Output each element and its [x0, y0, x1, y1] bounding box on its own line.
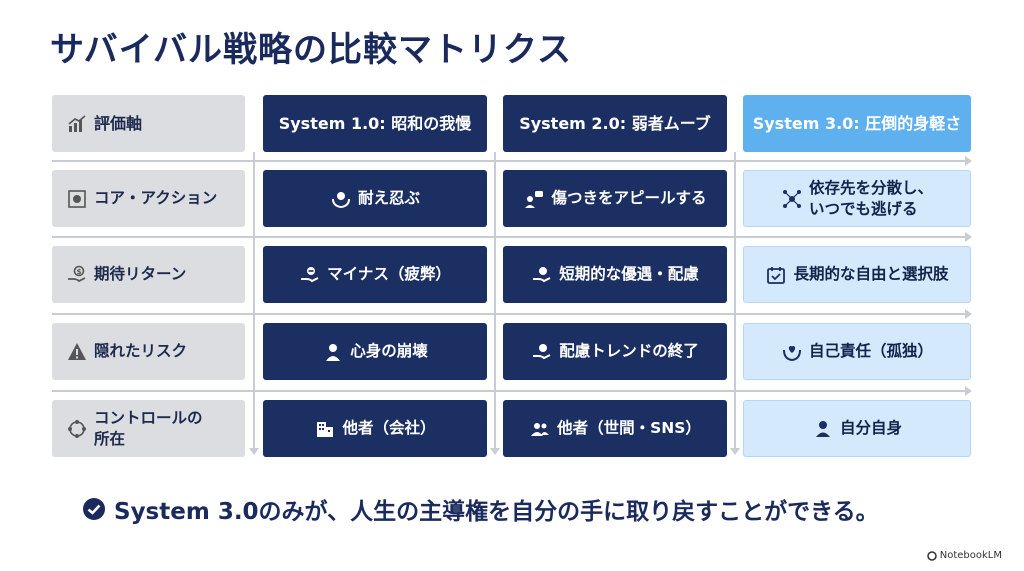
cell-text: 耐え忍ぶ	[357, 189, 420, 208]
header-system-2: System 2.0: 弱者ムーブ	[503, 95, 727, 152]
person-icon	[812, 418, 834, 440]
warning-icon	[66, 341, 88, 363]
row-divider	[52, 309, 972, 319]
axis-label: 隠れたリスク	[94, 342, 188, 361]
column-divider	[249, 152, 259, 455]
cell-text: 長期的な自由と選択肢	[793, 265, 949, 284]
header-system-3: System 3.0: 圧倒的身軽さ	[743, 95, 971, 152]
building-icon	[314, 418, 336, 440]
money-hand-icon: $	[66, 264, 88, 286]
row-hidden-risk-s1: 心身の崩壊	[263, 323, 487, 380]
cycle-icon	[66, 418, 88, 440]
network-hub-icon	[781, 188, 803, 210]
svg-text:$: $	[77, 268, 82, 276]
row-core-action-s3: 依存先を分散し、 いつでも逃げる	[743, 170, 971, 227]
row-hidden-risk-s2: 配慮トレンドの終了	[503, 323, 727, 380]
row-divider	[52, 386, 972, 396]
row-control-locus-s3: 自分自身	[743, 400, 971, 457]
header-system-2-label: System 2.0: 弱者ムーブ	[519, 113, 711, 133]
cell-text: 傷つきをアピールする	[551, 189, 707, 208]
cell-text: 配慮トレンドの終了	[559, 342, 699, 361]
column-divider	[490, 152, 500, 455]
row-expected-return-s3: 長期的な自由と選択肢	[743, 246, 971, 303]
cell-text: 依存先を分散し、 いつでも逃げる	[808, 178, 933, 218]
row-control-locus-axis: コントロールの 所在	[52, 400, 245, 457]
row-divider	[52, 232, 972, 242]
column-divider	[730, 152, 740, 455]
header-system-1-label: System 1.0: 昭和の我慢	[278, 113, 472, 133]
target-frame-icon	[66, 188, 88, 210]
header-system-3-label: System 3.0: 圧倒的身軽さ	[752, 113, 962, 133]
conclusion: System 3.0のみが、人生の主導権を自分の手に取り戻すことができる。	[82, 492, 879, 526]
cell-text: 他者（会社）	[342, 419, 436, 438]
row-hidden-risk-s3: 自己責任（孤独）	[743, 323, 971, 380]
row-expected-return-axis: $ 期待リターン	[52, 246, 245, 303]
coin-hand-icon	[531, 264, 553, 286]
heart-hands-icon	[781, 341, 803, 363]
distressed-person-icon	[322, 341, 344, 363]
row-expected-return-s1: マイナス（疲弊）	[263, 246, 487, 303]
endure-hands-icon	[330, 188, 352, 210]
axis-label: コントロールの 所在	[94, 408, 203, 448]
calendar-check-icon	[765, 264, 787, 286]
header-system-1: System 1.0: 昭和の我慢	[263, 95, 487, 152]
cell-text: 他者（世間・SNS）	[557, 419, 701, 438]
axis-label: コア・アクション	[94, 189, 218, 208]
brand-text: NotebookLM	[939, 550, 1002, 561]
cell-text: 自己責任（孤独）	[808, 342, 933, 361]
cell-text: マイナス（疲弊）	[327, 265, 451, 284]
cell-text: 短期的な優遇・配慮	[559, 265, 699, 284]
row-core-action-axis: コア・アクション	[52, 170, 245, 227]
coin-hand-icon	[531, 341, 553, 363]
minus-hand-icon	[299, 264, 321, 286]
cell-text: 心身の崩壊	[350, 342, 428, 361]
row-control-locus-s2: 他者（世間・SNS）	[503, 400, 727, 457]
row-expected-return-s2: 短期的な優遇・配慮	[503, 246, 727, 303]
check-circle-icon	[83, 498, 105, 520]
chart-growth-icon	[66, 113, 88, 135]
page-title: サバイバル戦略の比較マトリクス	[50, 30, 572, 70]
header-axis: 評価軸	[52, 95, 245, 152]
conclusion-text: System 3.0のみが、人生の主導権を自分の手に取り戻すことができる。	[114, 499, 879, 525]
row-core-action-s2: 傷つきをアピールする	[503, 170, 727, 227]
header-axis-label: 評価軸	[94, 113, 143, 133]
speech-person-icon	[523, 188, 545, 210]
row-hidden-risk-axis: 隠れたリスク	[52, 323, 245, 380]
notebooklm-logo-icon	[927, 550, 937, 561]
group-icon	[529, 418, 551, 440]
row-divider	[52, 156, 972, 166]
cell-text: 自分自身	[839, 419, 902, 438]
row-core-action-s1: 耐え忍ぶ	[263, 170, 487, 227]
axis-label: 期待リターン	[94, 265, 187, 284]
brand-watermark: NotebookLM	[927, 550, 1002, 561]
row-control-locus-s1: 他者（会社）	[263, 400, 487, 457]
